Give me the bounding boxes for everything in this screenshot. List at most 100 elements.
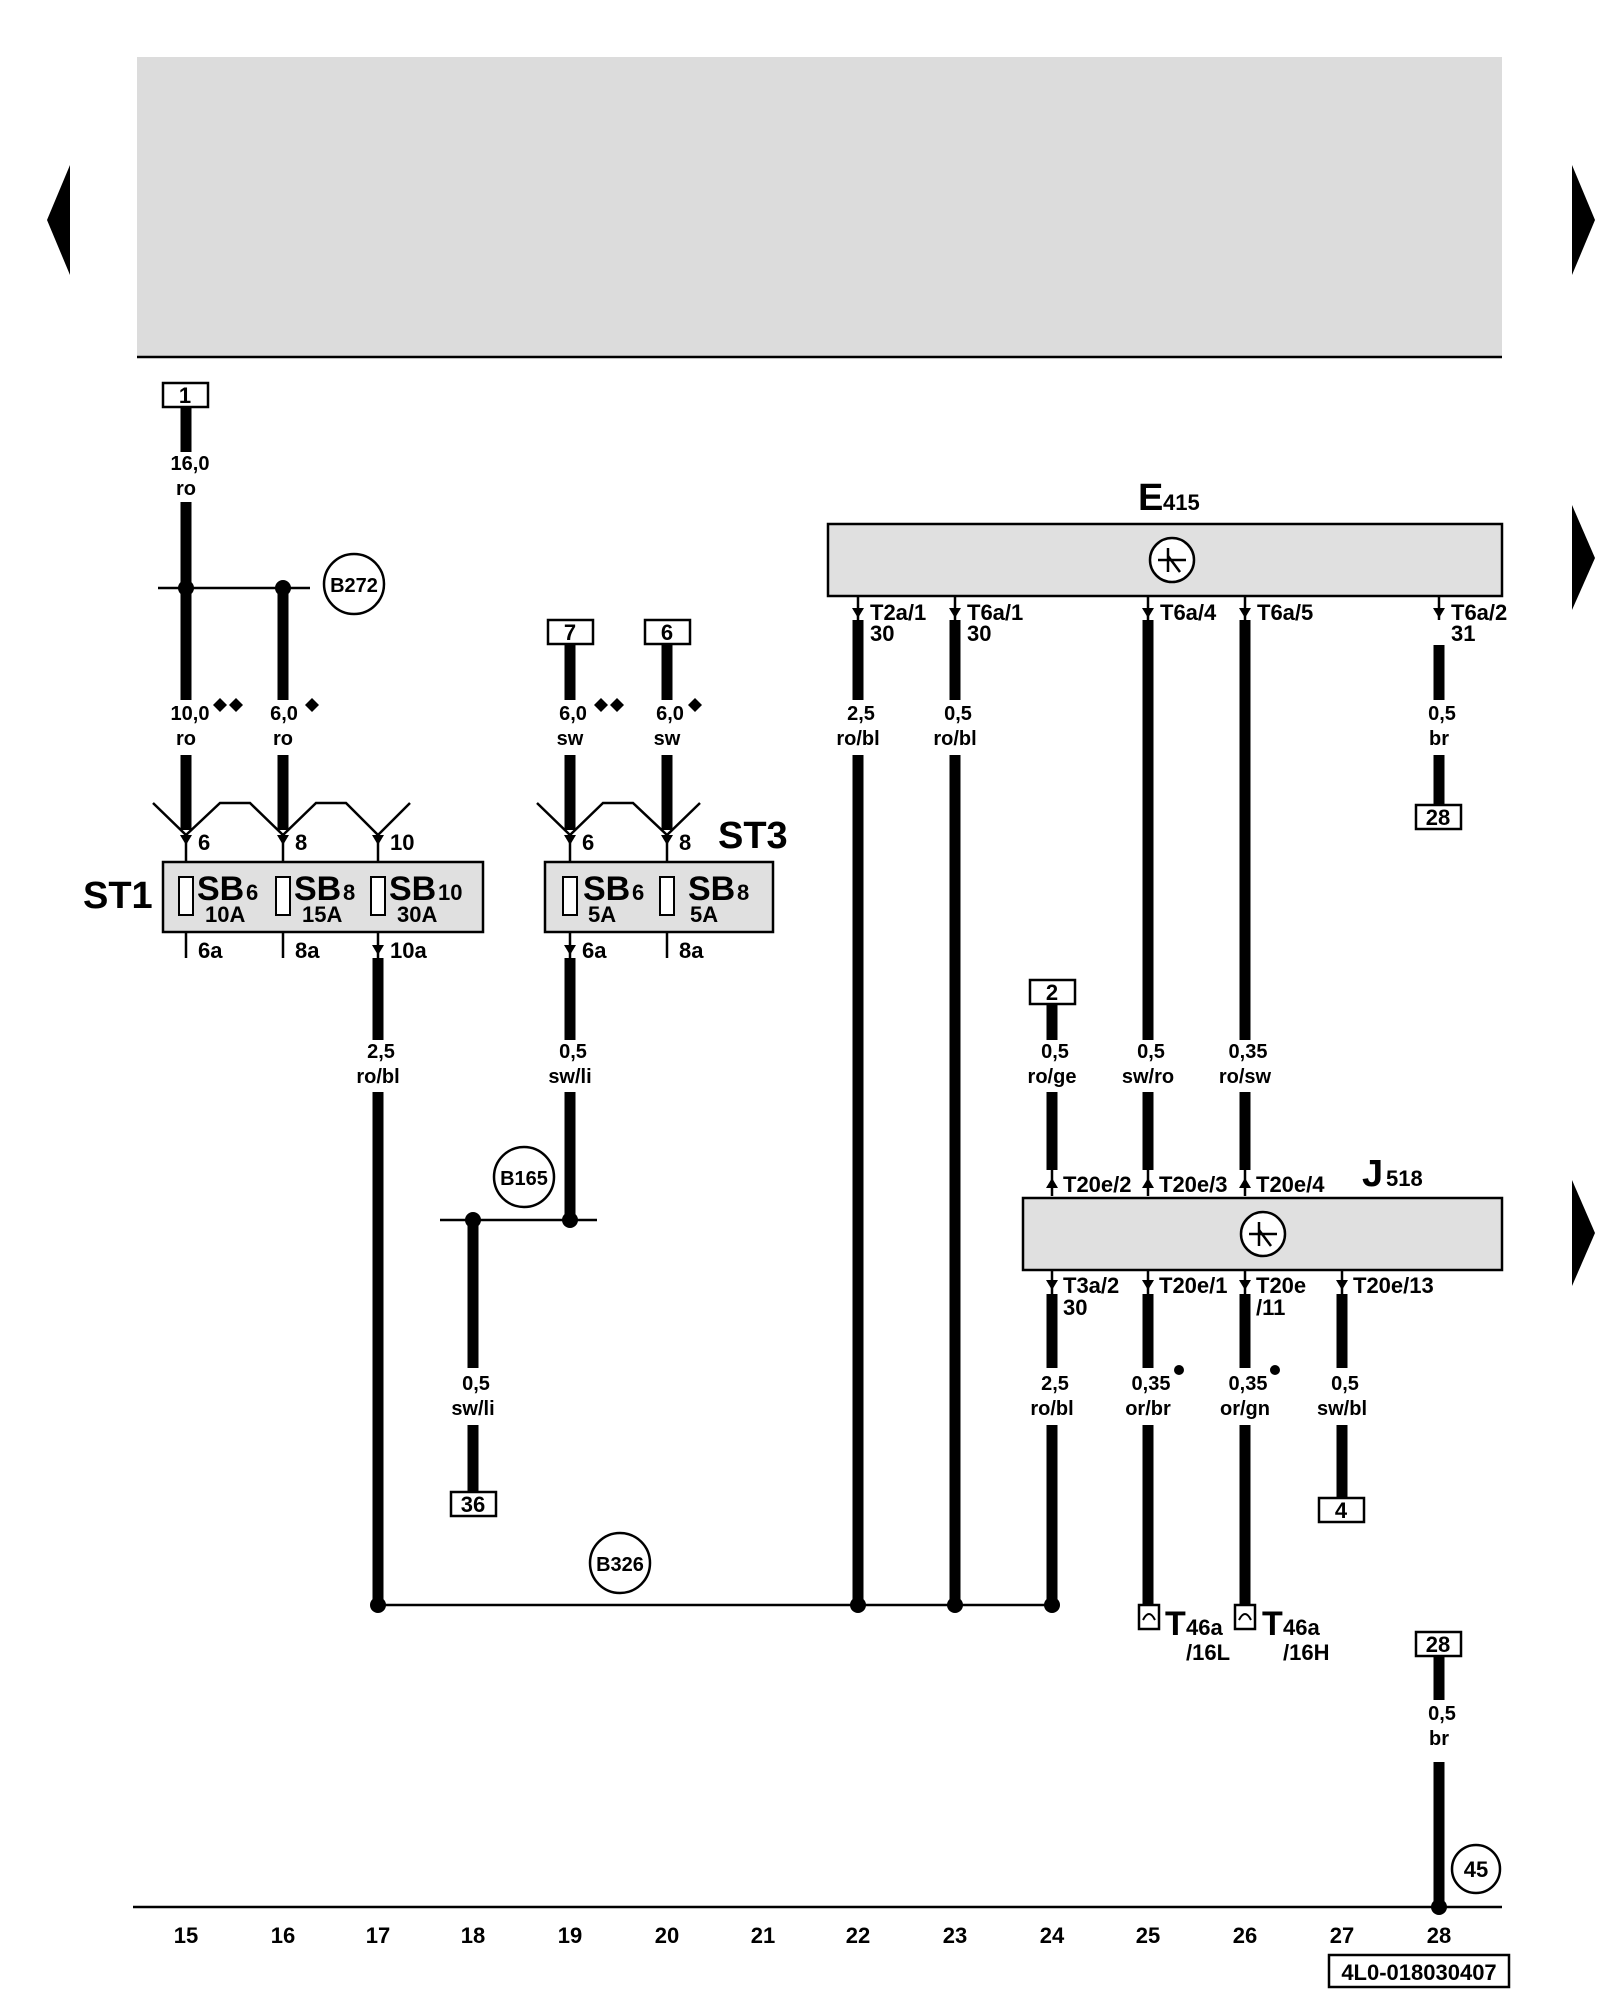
connector-name: T bbox=[1165, 1605, 1186, 1643]
j518-bottom-pin-1[interactable]: T3a/2 30 bbox=[1046, 1270, 1119, 1320]
wire-label-size: 0,5 bbox=[1428, 1703, 1456, 1725]
ref-box-7[interactable] bbox=[546, 618, 595, 646]
fuse-out-pin: 8a bbox=[679, 938, 704, 963]
diamond-icon bbox=[229, 698, 243, 712]
j518-top-pin-1[interactable]: T20e/2 bbox=[1046, 1170, 1132, 1197]
pin-terminal: 30 bbox=[1063, 1295, 1087, 1320]
wire-label-size: 0,5 bbox=[1331, 1373, 1359, 1395]
connector-t46a-16l[interactable]: T 46a /16L bbox=[1137, 1603, 1230, 1665]
fuse-icon bbox=[659, 876, 675, 916]
column-number: 17 bbox=[366, 1923, 390, 1948]
fuse-in-pin: 8 bbox=[295, 830, 307, 855]
fuse-in-pin: 8 bbox=[679, 830, 691, 855]
ref-box-28-upper[interactable] bbox=[1414, 803, 1463, 831]
pin-label: T20e/4 bbox=[1256, 1172, 1325, 1197]
fuse-in-pin: 10 bbox=[390, 830, 414, 855]
shield-dot-icon bbox=[1174, 1365, 1184, 1375]
diamond-icon bbox=[610, 698, 624, 712]
j518-bottom-pin-2[interactable]: T20e/1 bbox=[1142, 1270, 1228, 1298]
st1-label: ST1 bbox=[83, 875, 153, 917]
pin-arrow-icon bbox=[372, 945, 384, 955]
connector-pin: /16H bbox=[1283, 1640, 1329, 1665]
ref-label-2: 2 bbox=[1046, 980, 1058, 1005]
connector-b165[interactable] bbox=[492, 1145, 556, 1209]
pin-terminal: 30 bbox=[870, 621, 894, 646]
ref-box-6[interactable] bbox=[643, 618, 692, 646]
ref-label-7: 7 bbox=[564, 620, 576, 645]
splice-dot bbox=[562, 1212, 578, 1228]
label-bg bbox=[160, 700, 215, 752]
wire-label-size: 0,5 bbox=[1428, 703, 1456, 725]
pin-arrow-icon bbox=[372, 835, 384, 845]
wire-label-size: 0,5 bbox=[1137, 1041, 1165, 1063]
diamond-icon bbox=[594, 698, 608, 712]
e415-pin-5[interactable]: T6a/2 31 bbox=[1433, 596, 1507, 646]
footer-code: 4L0-018030407 bbox=[1341, 1960, 1496, 1985]
connector-b326[interactable] bbox=[588, 1531, 652, 1595]
e415-pin-4[interactable]: T6a/5 bbox=[1239, 596, 1313, 625]
wire-label-color: ro/bl bbox=[836, 728, 879, 750]
fuse-icon bbox=[178, 876, 194, 916]
e415-pin-3[interactable]: T6a/4 bbox=[1142, 596, 1217, 625]
ground-connection-45[interactable] bbox=[1450, 1843, 1502, 1895]
next-page-arrow-icon[interactable] bbox=[1572, 165, 1595, 275]
j518-continue-arrow-icon[interactable] bbox=[1572, 1180, 1595, 1286]
e415-continue-arrow-icon[interactable] bbox=[1572, 505, 1595, 610]
fuse-icon bbox=[370, 876, 386, 916]
wire-label-size: 2,5 bbox=[1041, 1373, 1069, 1395]
previous-page-arrow-icon[interactable] bbox=[47, 165, 70, 275]
wire-label-color: sw/li bbox=[451, 1398, 494, 1420]
column-numbers: 15 16 17 18 19 20 21 22 23 24 25 26 27 2… bbox=[174, 1923, 1451, 1948]
fuse-icon bbox=[562, 876, 578, 916]
icon-stroke bbox=[1167, 555, 1181, 573]
column-number: 27 bbox=[1330, 1923, 1354, 1948]
wire-label-color: ro/bl bbox=[356, 1066, 399, 1088]
j518-top-pin-3[interactable]: T20e/4 bbox=[1239, 1170, 1325, 1197]
column-number: 18 bbox=[461, 1923, 485, 1948]
wire-label-color: ro bbox=[273, 728, 293, 750]
wire-label-size: 16,0 bbox=[171, 453, 210, 475]
pin-label: T6a/5 bbox=[1257, 600, 1313, 625]
wire-label-size: 6,0 bbox=[270, 703, 298, 725]
j518-bottom-pin-3[interactable]: T20e /11 bbox=[1239, 1270, 1306, 1320]
column-number: 25 bbox=[1136, 1923, 1160, 1948]
ref-box-36[interactable] bbox=[449, 1490, 498, 1518]
wire-label-color: br bbox=[1429, 728, 1449, 750]
wire-label-size: 0,5 bbox=[1041, 1041, 1069, 1063]
pin-arrow-icon bbox=[661, 835, 673, 845]
fuse-rating: 5A bbox=[690, 902, 718, 927]
splice-dot bbox=[370, 1597, 386, 1613]
wire-label-color: or/br bbox=[1125, 1398, 1171, 1420]
e415-pin-1[interactable]: T2a/1 30 bbox=[852, 596, 926, 646]
fuse-name: SB bbox=[688, 870, 735, 908]
column-number: 24 bbox=[1040, 1923, 1065, 1948]
j518-top-pin-2[interactable]: T20e/3 bbox=[1142, 1170, 1228, 1197]
fuse-rating: 30A bbox=[397, 902, 437, 927]
pin-label: T6a/2 bbox=[1451, 600, 1507, 625]
pin-arrow-icon bbox=[180, 835, 192, 845]
pin-label: T20e/13 bbox=[1353, 1273, 1434, 1298]
pin-arrow-icon bbox=[564, 945, 576, 955]
ref-box-4[interactable] bbox=[1317, 1496, 1366, 1524]
splice-dot bbox=[850, 1597, 866, 1613]
fuse-rating: 10A bbox=[205, 902, 245, 927]
fuse-in-pin: 6 bbox=[198, 830, 210, 855]
wire-label-size: 0,35 bbox=[1229, 1373, 1268, 1395]
fuse-in-pin: 6 bbox=[582, 830, 594, 855]
wire-label-size: 0,5 bbox=[944, 703, 972, 725]
fuse-out-pin: 10a bbox=[390, 938, 427, 963]
connector-sub: 46a bbox=[1186, 1615, 1223, 1640]
connector-t46a-16h[interactable]: T 46a /16H bbox=[1233, 1603, 1329, 1665]
e415-name: E bbox=[1138, 477, 1163, 519]
j518-bottom-pin-4[interactable]: T20e/13 bbox=[1336, 1270, 1434, 1298]
fuse-sub: 10 bbox=[438, 880, 462, 905]
connector-b272[interactable] bbox=[322, 552, 386, 616]
wire-label-color: ro bbox=[176, 478, 196, 500]
wire-label-color: sw/li bbox=[548, 1066, 591, 1088]
icon-stroke bbox=[1258, 1229, 1272, 1247]
st3-bus-bar bbox=[536, 801, 701, 837]
st1-fuse-block[interactable] bbox=[161, 860, 485, 934]
e415-pin-2[interactable]: T6a/1 30 bbox=[949, 596, 1023, 646]
